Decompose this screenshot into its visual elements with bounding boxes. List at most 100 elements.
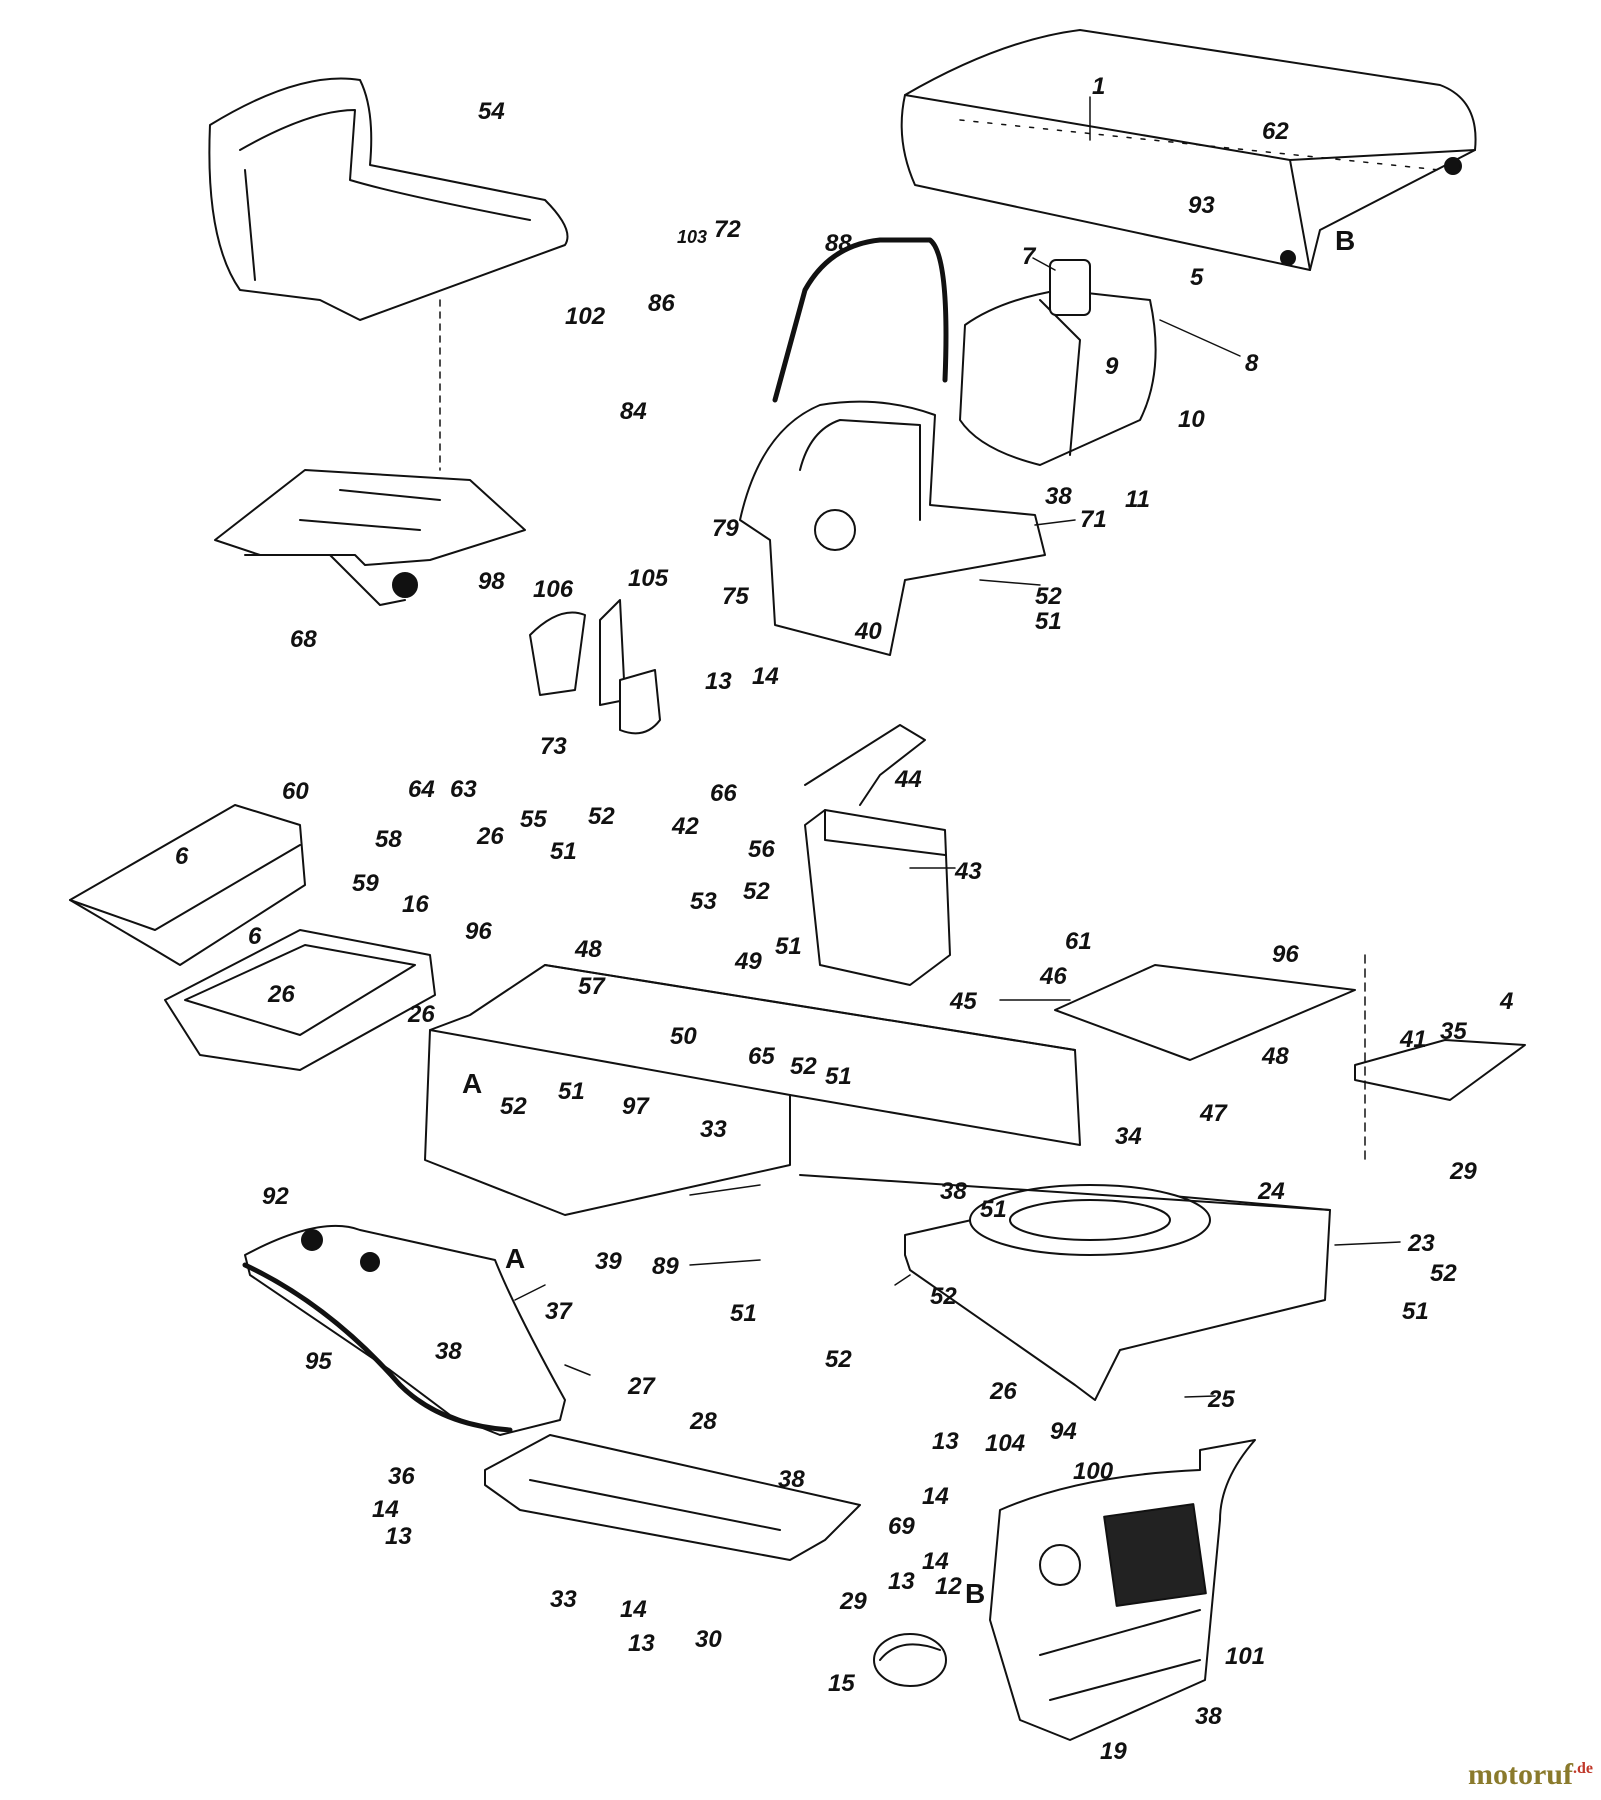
- part-label: 6: [175, 843, 189, 870]
- part-label: 61: [1065, 928, 1092, 955]
- hood-part: [900, 29, 1477, 271]
- front-grille-part: [989, 1439, 1256, 1741]
- brand-logo: motoruf.de: [1468, 1758, 1593, 1792]
- part-label: 14: [752, 663, 779, 690]
- part-label: 94: [1050, 1418, 1077, 1445]
- part-label: 37: [545, 1298, 572, 1325]
- part-label: 84: [620, 398, 647, 425]
- part-label: 26: [408, 1001, 435, 1028]
- left-cover-part: [69, 804, 306, 966]
- part-label: 47: [1200, 1100, 1227, 1127]
- part-label: 38: [1195, 1703, 1222, 1730]
- part-label: 16: [402, 891, 429, 918]
- part-label: 51: [558, 1078, 585, 1105]
- right-footrest-part: [1354, 954, 1526, 1161]
- part-label: 51: [980, 1196, 1007, 1223]
- part-label: 58: [375, 826, 402, 853]
- part-label: 4: [1500, 988, 1514, 1015]
- part-label: 96: [465, 918, 492, 945]
- part-label: 27: [628, 1373, 655, 1400]
- part-label: 63: [450, 776, 477, 803]
- part-label: 51: [775, 933, 802, 960]
- part-label: 92: [262, 1183, 289, 1210]
- part-label: 13: [888, 1568, 915, 1595]
- part-label: 49: [735, 948, 762, 975]
- tray-part: [164, 929, 436, 1071]
- part-label: 19: [1100, 1738, 1127, 1765]
- part-label: 25: [1208, 1386, 1235, 1413]
- part-label: 53: [690, 888, 717, 915]
- part-label: 38: [1045, 483, 1072, 510]
- part-label: 43: [955, 858, 982, 885]
- part-label: 45: [950, 988, 977, 1015]
- part-label: 7: [1022, 243, 1036, 270]
- part-label: 28: [690, 1408, 717, 1435]
- part-label: 44: [895, 766, 922, 793]
- part-label: 52: [930, 1283, 957, 1310]
- part-label: A: [462, 1068, 483, 1099]
- part-label: 11: [1125, 486, 1150, 513]
- dash-frame-part: [772, 237, 949, 403]
- part-label: 13: [628, 1630, 655, 1657]
- part-label: 52: [743, 878, 770, 905]
- part-label: 73: [540, 733, 567, 760]
- main-frame-part: [424, 964, 1331, 1401]
- part-label: 55: [520, 806, 547, 833]
- part-label: 95: [305, 1348, 332, 1375]
- part-label: 102: [565, 303, 606, 330]
- pedal-bracket-part: [529, 599, 661, 735]
- part-label: 69: [888, 1513, 915, 1540]
- part-label: 104: [985, 1430, 1026, 1457]
- leader-lines: [514, 96, 1401, 1398]
- part-label: 75: [722, 583, 749, 610]
- left-footrest-part: [484, 1434, 861, 1561]
- part-label: 51: [1402, 1298, 1429, 1325]
- part-label: 5: [1190, 264, 1204, 291]
- part-label: 29: [840, 1588, 867, 1615]
- part-label: 26: [477, 823, 504, 850]
- part-label: 6: [248, 923, 262, 950]
- part-label: 88: [825, 230, 852, 257]
- part-label: 100: [1073, 1458, 1114, 1485]
- part-label: 54: [478, 98, 505, 125]
- part-label: 42: [672, 813, 699, 840]
- part-label: 41: [1400, 1026, 1427, 1053]
- part-label: 30: [695, 1626, 722, 1653]
- part-label: 29: [1450, 1158, 1477, 1185]
- part-label: 52: [1430, 1260, 1457, 1287]
- part-label: 64: [408, 776, 435, 803]
- part-label: 48: [575, 936, 602, 963]
- part-label: 34: [1115, 1123, 1142, 1150]
- part-label: 50: [670, 1023, 697, 1050]
- part-label: 26: [990, 1378, 1017, 1405]
- part-label: 89: [652, 1253, 679, 1280]
- part-label: 62: [1262, 118, 1289, 145]
- part-label: 9: [1105, 353, 1119, 380]
- dash-panel-part: [739, 400, 1046, 656]
- part-label: 46: [1040, 963, 1067, 990]
- part-label: 12: [935, 1573, 962, 1600]
- part-label: 38: [778, 1466, 805, 1493]
- part-label: 38: [940, 1178, 967, 1205]
- part-label: 101: [1225, 1643, 1266, 1670]
- part-label: 97: [622, 1093, 649, 1120]
- part-label: 93: [1188, 192, 1215, 219]
- part-label: 8: [1245, 350, 1259, 377]
- part-label: 52: [588, 803, 615, 830]
- part-label: 66: [710, 780, 737, 807]
- part-label: 15: [828, 1670, 855, 1697]
- part-label: 52: [500, 1093, 527, 1120]
- part-label: 65: [748, 1043, 775, 1070]
- part-label: 86: [648, 290, 675, 317]
- part-label: 14: [922, 1483, 949, 1510]
- part-label: 14: [372, 1496, 399, 1523]
- part-label: 52: [1035, 583, 1062, 610]
- part-label: 106: [533, 576, 574, 603]
- part-label: 52: [825, 1346, 852, 1373]
- part-label: B: [1335, 225, 1356, 256]
- part-label: 96: [1272, 941, 1299, 968]
- part-label: 52: [790, 1053, 817, 1080]
- part-label: 72: [714, 216, 741, 243]
